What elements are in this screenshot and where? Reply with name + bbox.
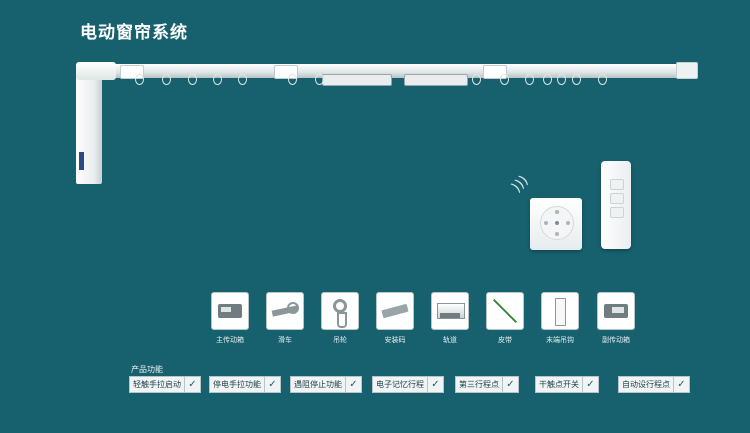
feature-label: 电子记忆行程 <box>372 376 428 393</box>
check-icon: ✓ <box>428 376 444 393</box>
remote-button <box>610 179 624 190</box>
secondary-drive-box-icon <box>597 292 635 330</box>
feature-item: 停电手拉功能 ✓ <box>209 376 281 393</box>
part-label: 滑车 <box>278 336 292 344</box>
hook <box>238 74 247 85</box>
remote-control <box>601 161 631 249</box>
hook <box>472 74 481 85</box>
part-item: 主传动箱 <box>210 292 250 345</box>
feature-label: 遇阻停止功能 <box>290 376 346 393</box>
hook <box>500 74 509 85</box>
carriage-icon <box>266 292 304 330</box>
panel-dot <box>544 221 548 225</box>
hanger-wheel-icon <box>321 292 359 330</box>
wall-switch-panel <box>530 198 582 250</box>
check-icon: ✓ <box>185 376 201 393</box>
motor-head <box>76 62 116 80</box>
feature-item: 自动设行程点 ✓ <box>618 376 690 393</box>
feature-label: 自动设行程点 <box>618 376 674 393</box>
track-end-cap <box>676 62 698 79</box>
hook <box>135 74 144 85</box>
main-drive-box-icon <box>211 292 249 330</box>
part-item: 末端吊钩 <box>540 292 580 345</box>
part-item: 皮带 <box>485 292 525 345</box>
hook <box>572 74 581 85</box>
track-rail <box>76 64 696 78</box>
feature-label: 轻触手拉启动 <box>129 376 185 393</box>
part-label: 主传动箱 <box>216 336 244 344</box>
hook <box>188 74 197 85</box>
hook <box>543 74 552 85</box>
part-label: 皮带 <box>498 336 512 344</box>
feature-item: 干触点开关 ✓ <box>535 376 599 393</box>
check-icon: ✓ <box>265 376 281 393</box>
part-label: 吊轮 <box>333 336 347 344</box>
feature-label: 第三行程点 <box>455 376 503 393</box>
part-item: 副传动箱 <box>596 292 636 345</box>
check-icon: ✓ <box>346 376 362 393</box>
remote-button <box>610 207 624 218</box>
hook <box>598 74 607 85</box>
check-icon: ✓ <box>674 376 690 393</box>
part-label: 轨道 <box>443 336 457 344</box>
hook <box>315 74 324 85</box>
panel-dial <box>540 206 574 240</box>
feature-label: 停电手拉功能 <box>209 376 265 393</box>
hook <box>525 74 534 85</box>
feature-label: 干触点开关 <box>535 376 583 393</box>
features-title: 产品功能 <box>131 365 163 374</box>
master-carriage <box>322 74 392 86</box>
feature-item: 遇阻停止功能 ✓ <box>290 376 362 393</box>
hook <box>288 74 297 85</box>
part-item: 轨道 <box>430 292 470 345</box>
feature-item: 电子记忆行程 ✓ <box>372 376 444 393</box>
hook <box>162 74 171 85</box>
motor-label-strip <box>79 152 84 170</box>
part-label: 副传动箱 <box>602 336 630 344</box>
check-icon: ✓ <box>503 376 519 393</box>
feature-item: 第三行程点 ✓ <box>455 376 519 393</box>
hook <box>213 74 222 85</box>
part-item: 安装码 <box>375 292 415 345</box>
slave-carriage <box>404 74 468 86</box>
hook <box>557 74 566 85</box>
panel-dot <box>555 210 559 214</box>
feature-item: 轻触手拉启动 ✓ <box>129 376 201 393</box>
end-hook-icon <box>541 292 579 330</box>
check-icon: ✓ <box>583 376 599 393</box>
page-title: 电动窗帘系统 <box>80 23 188 43</box>
panel-dot <box>555 221 559 225</box>
panel-dot <box>555 232 559 236</box>
part-item: 吊轮 <box>320 292 360 345</box>
panel-dot <box>566 221 570 225</box>
wireless-signal-icon: ))) <box>508 172 532 196</box>
track-icon <box>431 292 469 330</box>
mounting-bracket-icon <box>376 292 414 330</box>
belt-icon <box>486 292 524 330</box>
part-label: 末端吊钩 <box>546 336 574 344</box>
remote-button <box>610 193 624 204</box>
part-label: 安装码 <box>384 336 406 344</box>
part-item: 滑车 <box>265 292 305 345</box>
